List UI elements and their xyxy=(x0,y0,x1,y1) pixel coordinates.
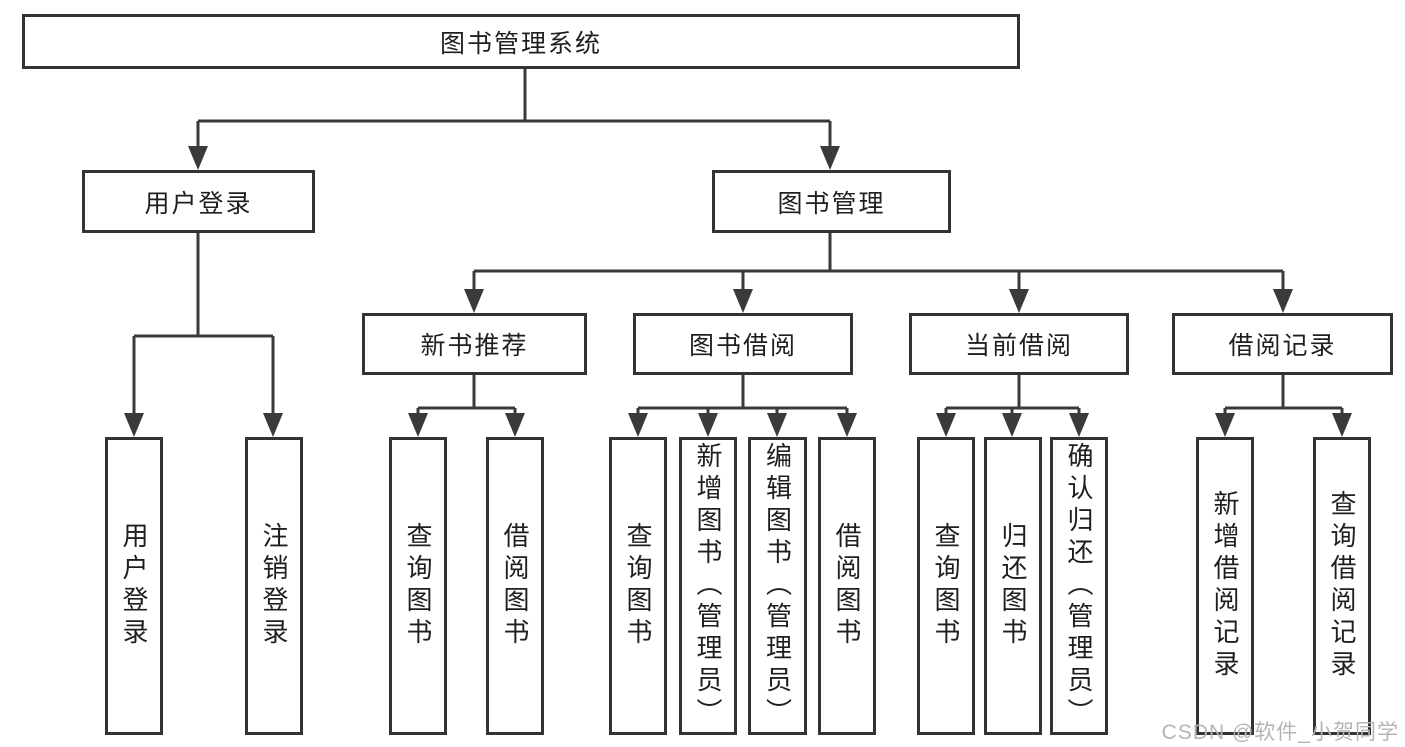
node-label: 编辑图书（管理员） xyxy=(762,442,793,730)
node-label: 借阅记录 xyxy=(1228,332,1337,360)
node-leaf-query-books-1: 查询图书 xyxy=(389,437,447,735)
node-label: 图书借阅 xyxy=(688,332,797,360)
node-label: 图书管理系统 xyxy=(439,29,602,58)
node-label: 新增图书（管理员） xyxy=(693,442,723,730)
node-label: 查询图书 xyxy=(931,522,961,650)
node-leaf-edit-books-admin: 编辑图书（管理员） xyxy=(748,437,807,735)
node-leaf-query-borrow-record: 查询借阅记录 xyxy=(1313,437,1371,735)
node-user-login: 用户登录 xyxy=(82,170,315,233)
node-label: 新增借阅记录 xyxy=(1210,490,1240,682)
node-book-borrowing: 图书借阅 xyxy=(633,313,853,375)
node-label: 借阅图书 xyxy=(500,522,530,650)
node-leaf-confirm-return-admin: 确认归还（管理员） xyxy=(1050,437,1108,735)
node-book-management: 图书管理 xyxy=(712,170,951,233)
node-label: 查询借阅记录 xyxy=(1327,490,1357,682)
node-label: 新书推荐 xyxy=(420,332,529,360)
node-label: 借阅图书 xyxy=(832,522,862,650)
node-leaf-query-books-3: 查询图书 xyxy=(917,437,975,735)
node-label: 确认归还（管理员） xyxy=(1064,442,1094,730)
node-leaf-add-books-admin: 新增图书（管理员） xyxy=(679,437,737,735)
node-leaf-logout: 注销登录 xyxy=(245,437,303,735)
node-label: 当前借阅 xyxy=(964,332,1073,360)
node-new-book-recommend: 新书推荐 xyxy=(362,313,587,375)
node-leaf-return-books: 归还图书 xyxy=(984,437,1042,735)
node-label: 注销登录 xyxy=(259,522,289,650)
node-label: 用户登录 xyxy=(144,189,253,218)
node-leaf-add-borrow-record: 新增借阅记录 xyxy=(1196,437,1254,735)
node-label: 图书管理 xyxy=(777,189,886,218)
node-label: 查询图书 xyxy=(403,522,433,650)
node-leaf-query-books-2: 查询图书 xyxy=(609,437,667,735)
node-library-management-system: 图书管理系统 xyxy=(22,14,1020,69)
node-label: 用户登录 xyxy=(119,522,149,650)
csdn-watermark: CSDN @软件_小贺同学 xyxy=(1161,721,1399,744)
node-current-borrowing: 当前借阅 xyxy=(909,313,1129,375)
node-label: 查询图书 xyxy=(623,522,653,650)
node-borrowing-records: 借阅记录 xyxy=(1172,313,1393,375)
node-leaf-borrow-books-1: 借阅图书 xyxy=(486,437,544,735)
node-label: 归还图书 xyxy=(998,522,1028,650)
node-leaf-user-login: 用户登录 xyxy=(105,437,163,735)
node-leaf-borrow-books-2: 借阅图书 xyxy=(818,437,876,735)
